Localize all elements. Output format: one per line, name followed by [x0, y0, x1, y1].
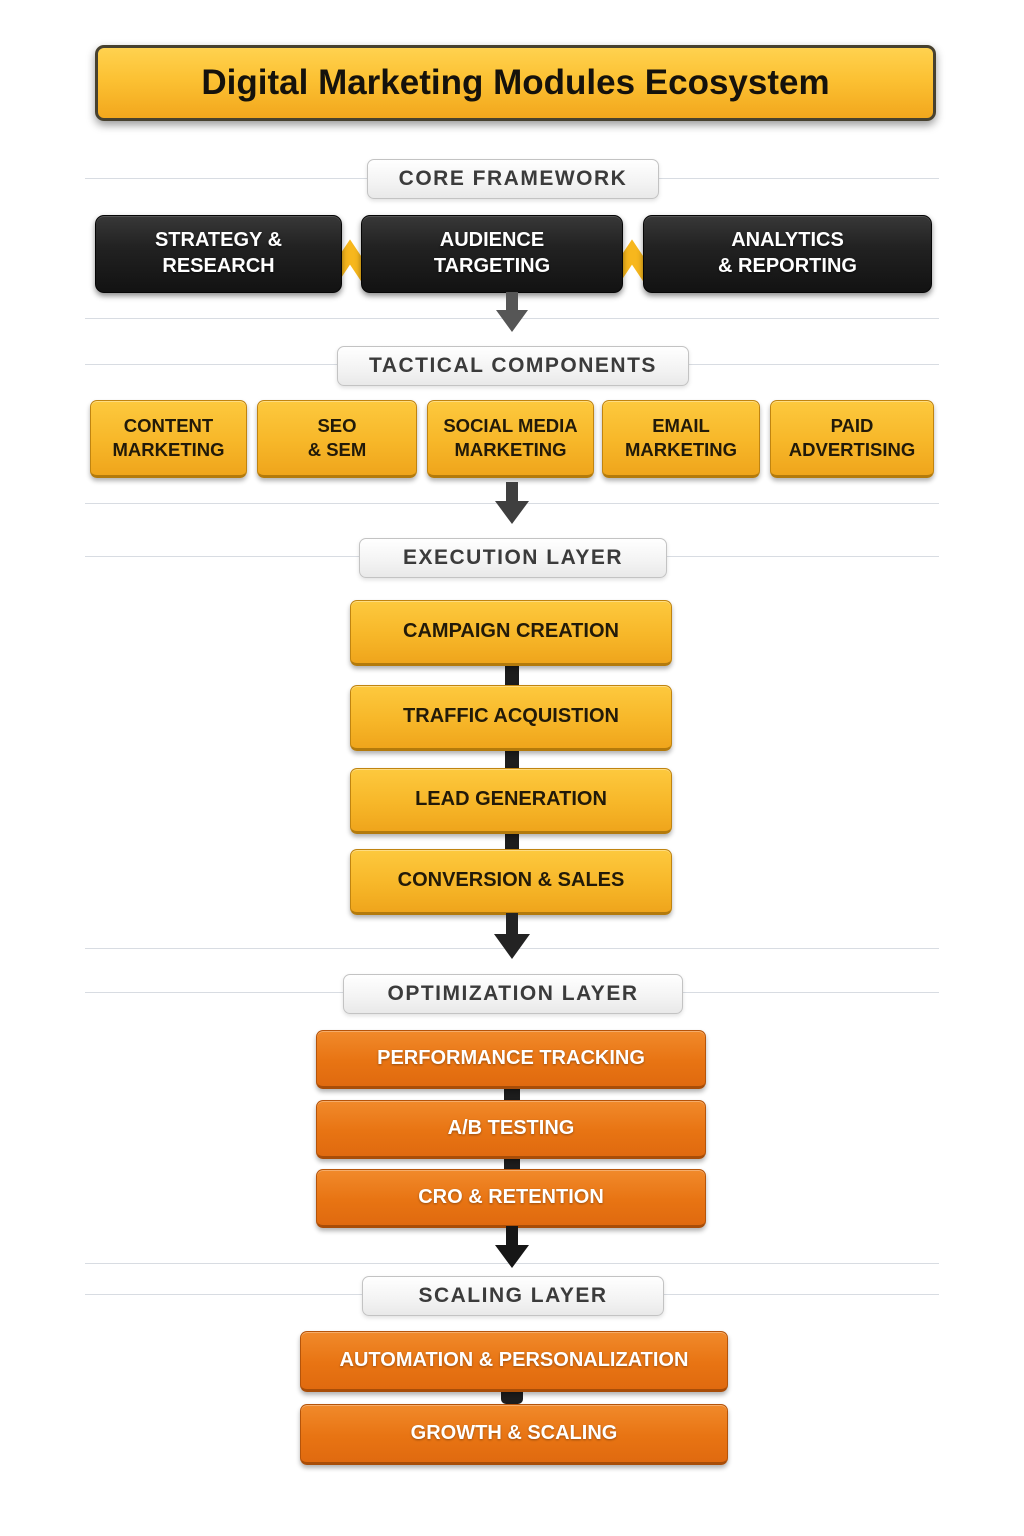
box-label: STRATEGY & RESEARCH	[154, 229, 283, 277]
box-label: SOCIAL MEDIA MARKETING	[443, 415, 578, 460]
section-header-optimization-layer: OPTIMIZATION LAYER	[343, 974, 683, 1014]
box-label: CONTENT MARKETING	[112, 415, 225, 460]
section-header-scaling-layer: SCALING LAYER	[362, 1276, 664, 1316]
box-label: PERFORMANCE TRACKING	[377, 1046, 645, 1069]
tactical-box-social-media-marketing: SOCIAL MEDIA MARKETING	[427, 400, 594, 478]
execution-box-lead-generation: LEAD GENERATION	[350, 768, 672, 834]
execution-box-campaign-creation: CAMPAIGN CREATION	[350, 600, 672, 666]
section-header-label: CORE FRAMEWORK	[398, 167, 628, 190]
tactical-box-content-marketing: CONTENT MARKETING	[90, 400, 247, 478]
title-banner: Digital Marketing Modules Ecosystem	[95, 45, 936, 121]
optimization-box-ab-testing: A/B TESTING	[316, 1100, 706, 1159]
tactical-box-paid-advertising: PAID ADVERTISING	[770, 400, 934, 478]
section-header-label: SCALING LAYER	[418, 1284, 608, 1307]
section-header-tactical-components: TACTICAL COMPONENTS	[337, 346, 689, 386]
box-label: AUTOMATION & PERSONALIZATION	[339, 1348, 689, 1371]
section-header-execution-layer: EXECUTION LAYER	[359, 538, 667, 578]
execution-box-traffic-acquistion: TRAFFIC ACQUISTION	[350, 685, 672, 751]
box-label: GROWTH & SCALING	[410, 1421, 618, 1444]
section-header-label: OPTIMIZATION LAYER	[387, 982, 639, 1005]
box-label: CONVERSION & SALES	[397, 869, 625, 892]
box-label: LEAD GENERATION	[415, 788, 607, 811]
tactical-box-seo-sem: SEO & SEM	[257, 400, 417, 478]
box-label: PAID ADVERTISING	[788, 415, 916, 460]
box-label: SEO & SEM	[307, 415, 367, 460]
optimization-box-performance-tracking: PERFORMANCE TRACKING	[316, 1030, 706, 1089]
box-label: EMAIL MARKETING	[624, 415, 738, 460]
core-box-analytics-reporting: ANALYTICS & REPORTING	[643, 215, 932, 293]
core-box-audience-targeting: AUDIENCE TARGETING	[361, 215, 623, 293]
down-arrow-icon	[495, 1226, 529, 1268]
optimization-box-cro-retention: CRO & RETENTION	[316, 1169, 706, 1228]
page-title: Digital Marketing Modules Ecosystem	[201, 63, 830, 102]
box-label: ANALYTICS & REPORTING	[718, 229, 857, 277]
box-label: A/B TESTING	[447, 1116, 575, 1139]
scaling-box-automation-personalization: AUTOMATION & PERSONALIZATION	[300, 1331, 728, 1392]
down-arrow-icon	[496, 292, 528, 332]
section-header-label: EXECUTION LAYER	[402, 546, 624, 569]
box-label: CAMPAIGN CREATION	[403, 620, 619, 643]
core-box-strategy-research: STRATEGY & RESEARCH	[95, 215, 342, 293]
down-arrow-icon	[494, 913, 530, 959]
box-label: AUDIENCE TARGETING	[433, 229, 551, 277]
section-header-core-framework: CORE FRAMEWORK	[367, 159, 659, 199]
scaling-box-growth-scaling: GROWTH & SCALING	[300, 1404, 728, 1465]
tactical-box-email-marketing: EMAIL MARKETING	[602, 400, 760, 478]
down-arrow-icon	[495, 482, 529, 524]
box-label: CRO & RETENTION	[418, 1185, 604, 1208]
execution-box-conversion-sales: CONVERSION & SALES	[350, 849, 672, 915]
box-label: TRAFFIC ACQUISTION	[403, 705, 619, 728]
section-header-label: TACTICAL COMPONENTS	[369, 354, 657, 377]
